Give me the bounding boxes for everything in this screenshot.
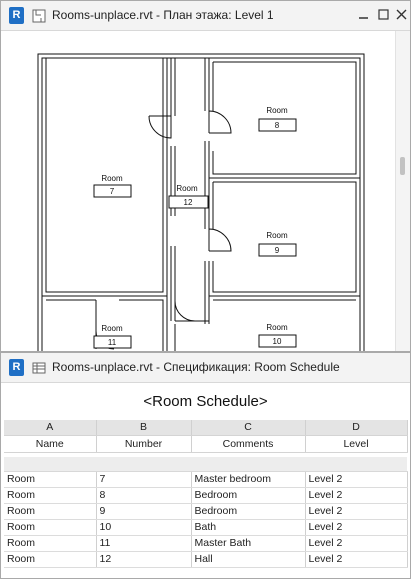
cell-comments[interactable]: Bedroom (191, 487, 306, 504)
floor-plan-canvas[interactable]: Room 7 Room 8 Room 12 Room 9 Room 11 Roo… (1, 31, 396, 351)
schedule-titlebar[interactable]: R Rooms-unplace.rvt - Спецификация: Room… (1, 353, 410, 383)
table-row[interactable]: Room 7 Master bedroom Level 2 (4, 471, 408, 488)
floor-plan-icon (32, 9, 46, 23)
room-tag-9-number: 9 (275, 246, 280, 255)
column-header-row: Name Number Comments Level (4, 435, 408, 453)
cell-comments[interactable]: Hall (191, 551, 306, 568)
outer-wall (37, 53, 365, 351)
cell-comments[interactable]: Master Bath (191, 535, 306, 552)
header-blank-row (4, 457, 407, 472)
cell-level[interactable]: Level 2 (305, 535, 408, 552)
floor-plan-titlebar[interactable]: R Rooms-unplace.rvt - План этажа: Level … (1, 1, 410, 31)
room-tag-9-name[interactable]: Room (266, 231, 288, 240)
column-letter[interactable]: A (4, 420, 97, 436)
door-room-8 (208, 110, 232, 134)
cell-comments[interactable]: Bath (191, 519, 306, 536)
schedule-window-title: Rooms-unplace.rvt - Спецификация: Room S… (52, 360, 340, 374)
room-8-walls (208, 57, 361, 179)
column-header-number[interactable]: Number (96, 435, 192, 453)
header-spacer (4, 452, 407, 457)
table-row[interactable]: Room 10 Bath Level 2 (4, 519, 408, 536)
room-tag-9-box[interactable] (258, 243, 297, 257)
floor-plan-window-title: Rooms-unplace.rvt - План этажа: Level 1 (52, 8, 274, 22)
table-row[interactable]: Room 9 Bedroom Level 2 (4, 503, 408, 520)
room-tag-7-box[interactable] (93, 184, 132, 198)
room-tag-11-name[interactable]: Room (101, 324, 123, 333)
cell-level[interactable]: Level 2 (305, 487, 408, 504)
room-tag-12-box[interactable] (168, 195, 209, 209)
revit-app-icon: R (9, 7, 24, 24)
room-tag-10-number: 10 (273, 337, 282, 346)
cell-comments[interactable]: Master bedroom (191, 471, 306, 488)
maximize-button[interactable] (377, 8, 390, 21)
cell-number[interactable]: 10 (96, 519, 192, 536)
plan-vertical-scrollbar[interactable] (395, 31, 410, 351)
schedule-icon (32, 361, 46, 375)
schedule-window[interactable]: R Rooms-unplace.rvt - Спецификация: Room… (0, 352, 411, 579)
room-tag-8-number: 8 (275, 121, 280, 130)
cell-number[interactable]: 9 (96, 503, 192, 520)
room-tag-10-name[interactable]: Room (266, 323, 288, 332)
room-tag-12-number: 12 (184, 198, 193, 207)
column-letter[interactable]: C (191, 420, 306, 436)
room-10-walls (174, 295, 360, 351)
room-tag-12-name[interactable]: Room (176, 184, 198, 193)
room-tag-8-box[interactable] (258, 118, 297, 132)
corridor-walls (170, 57, 206, 116)
cell-name[interactable]: Room (4, 503, 97, 520)
schedule-table[interactable]: A B C D Name Number Comments Level Room … (4, 420, 408, 568)
cell-name[interactable]: Room (4, 519, 97, 536)
column-letter[interactable]: D (305, 420, 408, 436)
column-letter-row: A B C D (4, 420, 408, 436)
cell-name[interactable]: Room (4, 471, 97, 488)
minimize-button[interactable] (357, 8, 370, 21)
cell-level[interactable]: Level 2 (305, 503, 408, 520)
floor-plan-window[interactable]: R Rooms-unplace.rvt - План этажа: Level … (0, 0, 411, 352)
cell-number[interactable]: 11 (96, 535, 192, 552)
door-room-9 (208, 228, 232, 252)
column-header-name[interactable]: Name (4, 435, 97, 453)
room-tag-7-name[interactable]: Room (101, 174, 123, 183)
column-header-level[interactable]: Level (305, 435, 408, 453)
column-header-comments[interactable]: Comments (191, 435, 306, 453)
close-button[interactable] (395, 8, 408, 21)
cell-level[interactable]: Level 2 (305, 471, 408, 488)
cell-number[interactable]: 7 (96, 471, 192, 488)
revit-app-icon: R (9, 359, 24, 376)
room-tag-11-number: 11 (108, 338, 117, 347)
door-room-7 (148, 115, 172, 139)
room-tag-11-box[interactable] (93, 335, 132, 349)
cell-number[interactable]: 12 (96, 551, 192, 568)
room-tag-8-name[interactable]: Room (266, 106, 288, 115)
cell-level[interactable]: Level 2 (305, 519, 408, 536)
corridor-lower (170, 141, 210, 324)
room-tag-10-box[interactable] (258, 334, 297, 348)
plan-scroll-thumb[interactable] (400, 157, 405, 175)
room-tag-7-number: 7 (110, 187, 115, 196)
column-letter[interactable]: B (96, 420, 192, 436)
schedule-body[interactable]: <Room Schedule> A B C D Name Number Comm… (1, 383, 410, 578)
cell-level[interactable]: Level 2 (305, 551, 408, 568)
cell-name[interactable]: Room (4, 487, 97, 504)
room-11-walls (42, 295, 168, 351)
cell-number[interactable]: 8 (96, 487, 192, 504)
cell-comments[interactable]: Bedroom (191, 503, 306, 520)
cell-name[interactable]: Room (4, 535, 97, 552)
table-row[interactable]: Room 12 Hall Level 2 (4, 551, 408, 568)
table-row[interactable]: Room 11 Master Bath Level 2 (4, 535, 408, 552)
door-room-10 (174, 300, 196, 322)
cell-name[interactable]: Room (4, 551, 97, 568)
schedule-title: <Room Schedule> (143, 393, 268, 410)
table-row[interactable]: Room 8 Bedroom Level 2 (4, 487, 408, 504)
